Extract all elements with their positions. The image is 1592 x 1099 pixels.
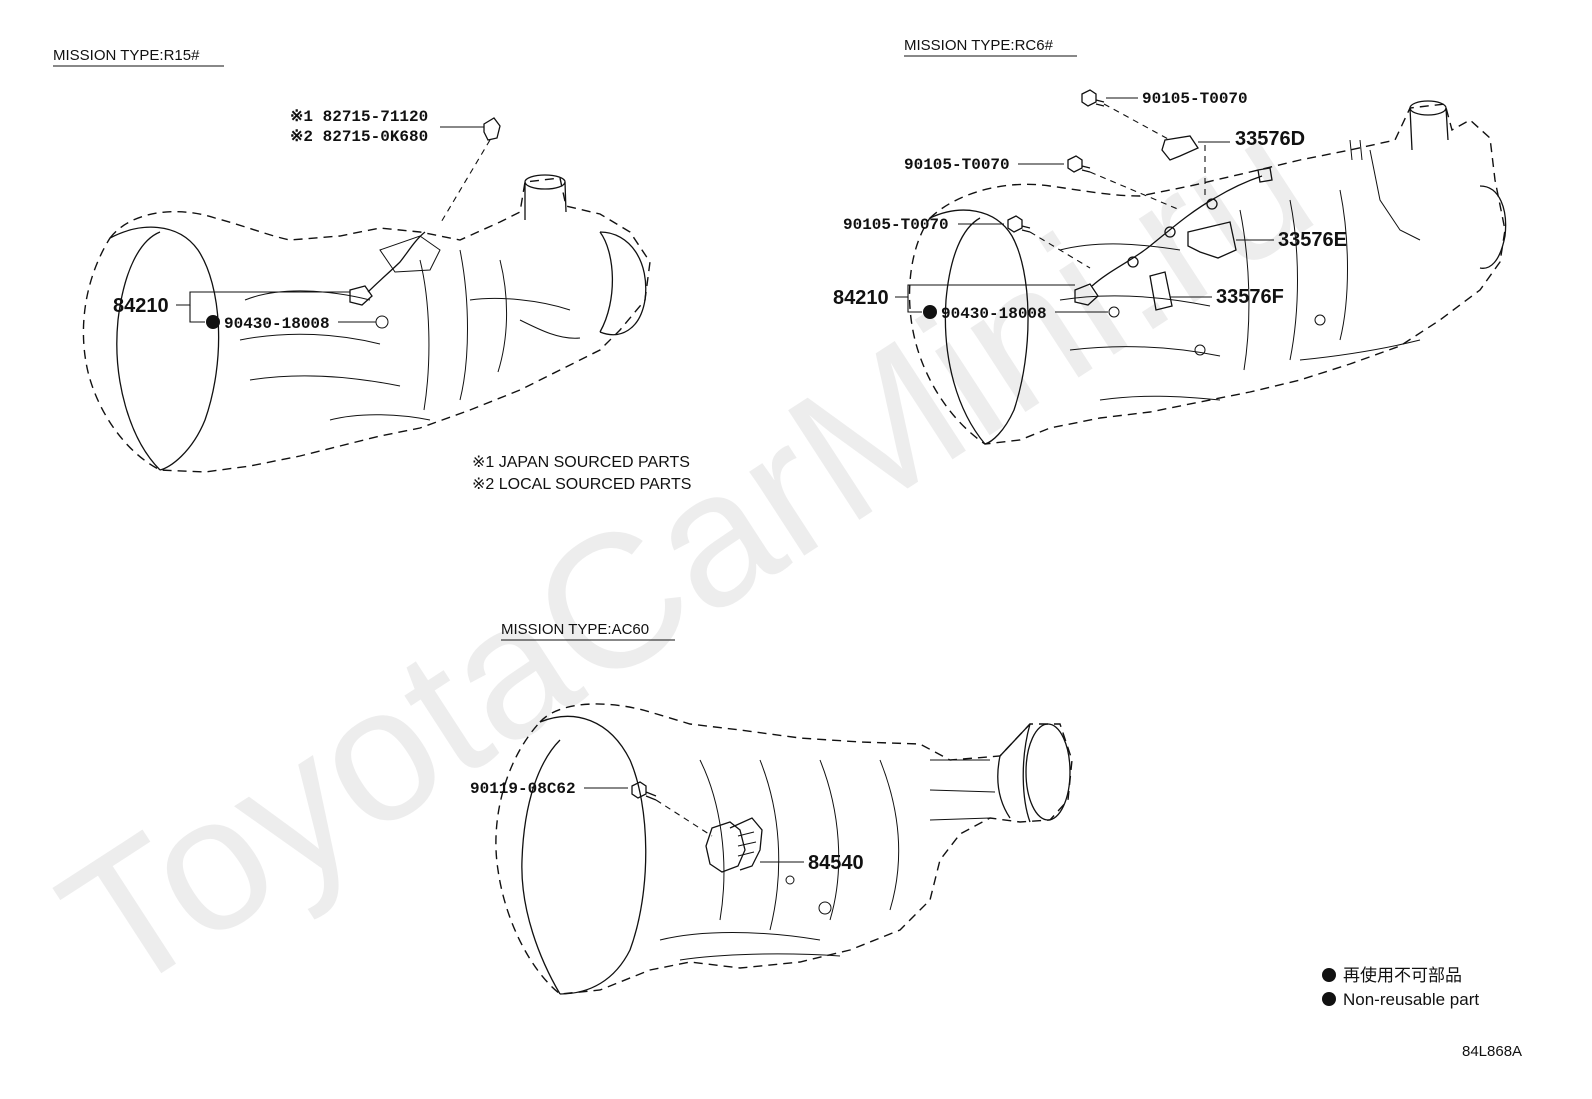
rc6-bolt-b-icon bbox=[1067, 155, 1091, 173]
ac60-transmission-drawing bbox=[495, 703, 1073, 995]
rc6-oring-icon bbox=[1108, 306, 1120, 318]
rc6-bolt-assembly-leaders bbox=[1029, 103, 1181, 269]
rc6-transmission-drawing bbox=[908, 100, 1507, 445]
rc6-bolt-c-label: 90105-T0070 bbox=[843, 216, 949, 234]
legend-en-label: Non-reusable part bbox=[1343, 990, 1479, 1009]
rc6-speed-sensor-icon bbox=[1074, 283, 1099, 306]
rc6-bolt-a-icon bbox=[1081, 89, 1105, 107]
rc6-harness-clip-2-icon bbox=[1164, 226, 1176, 238]
ac60-bolt-assembly-leader bbox=[655, 799, 713, 837]
rc6-bracket-e-icon bbox=[1187, 221, 1237, 259]
rc6-bolt-b-label: 90105-T0070 bbox=[904, 156, 1010, 174]
rc6-part-oring: 90430-18008 bbox=[941, 305, 1047, 323]
note-japan-sourced: ※1 JAPAN SOURCED PARTS bbox=[472, 454, 690, 471]
rc6-bracket-e-label: 33576E bbox=[1278, 229, 1347, 251]
rc6-bracket-d-icon bbox=[1161, 135, 1199, 161]
r15-clamp-leader bbox=[439, 139, 491, 225]
ac60-sensor-detail bbox=[737, 831, 757, 857]
legend: 再使用不可部品 Non-reusable part bbox=[1322, 965, 1479, 1009]
r15-sensor-harness bbox=[367, 231, 426, 293]
r15-nonreusable-dot-icon bbox=[206, 315, 220, 329]
rc6-bolt-a-label: 90105-T0070 bbox=[1142, 90, 1248, 108]
legend-jp-label: 再使用不可部品 bbox=[1343, 965, 1462, 985]
note-local-sourced: ※2 LOCAL SOURCED PARTS bbox=[472, 476, 691, 493]
rc6-oring-bracket bbox=[907, 297, 922, 313]
ac60-sensor-icon bbox=[729, 817, 763, 871]
rc6-part-speedometer: 84210 bbox=[833, 287, 889, 309]
rc6-harness-clip-icon bbox=[1127, 256, 1139, 268]
r15-part-speedometer: 84210 bbox=[113, 295, 169, 317]
rc6-bracket-d-label: 33576D bbox=[1235, 128, 1305, 150]
r15-clamp-japan-label: ※1 82715-71120 bbox=[290, 108, 428, 126]
legend-dot-icon-jp bbox=[1322, 968, 1336, 982]
ac60-section: MISSION TYPE:AC60 90119-08C62 84540 bbox=[470, 621, 1073, 995]
rc6-title: MISSION TYPE:RC6# bbox=[904, 37, 1054, 54]
r15-title: MISSION TYPE:R15# bbox=[53, 47, 200, 64]
rc6-bracket-f-icon bbox=[1149, 271, 1173, 311]
rc6-harness-clip-3-icon bbox=[1206, 198, 1218, 210]
ac60-sensor-label: 84540 bbox=[808, 852, 864, 874]
ac60-bolt-label: 90119-08C62 bbox=[470, 780, 576, 798]
r15-part-oring: 90430-18008 bbox=[224, 315, 330, 333]
rc6-nonreusable-dot-icon bbox=[923, 305, 937, 319]
watermark: ToyotaCarMini.ru bbox=[27, 74, 1347, 1034]
r15-clamp-local-label: ※2 82715-0K680 bbox=[290, 128, 428, 146]
r15-speedometer-leader bbox=[176, 291, 350, 306]
ac60-title: MISSION TYPE:AC60 bbox=[501, 621, 649, 638]
r15-clamp-icon bbox=[483, 117, 501, 141]
rc6-sensor-harness bbox=[1091, 175, 1263, 287]
legend-dot-icon-en bbox=[1322, 992, 1336, 1006]
r15-speed-sensor-icon bbox=[349, 285, 373, 306]
rc6-connector-icon bbox=[1257, 167, 1273, 183]
diagram-id: 84L868A bbox=[1462, 1043, 1522, 1060]
rc6-bracket-f-label: 33576F bbox=[1216, 286, 1284, 308]
ac60-sensor-connector-icon bbox=[705, 821, 746, 873]
rc6-bolt-c-icon bbox=[1007, 215, 1031, 233]
r15-section: MISSION TYPE:R15# ※1 82715-71120 ※2 8271… bbox=[53, 47, 691, 493]
rc6-speedometer-leader bbox=[895, 284, 1075, 298]
rc6-section: MISSION TYPE:RC6# bbox=[833, 37, 1507, 445]
r15-oring-bracket bbox=[189, 305, 205, 323]
r15-transmission-drawing bbox=[82, 174, 651, 473]
ac60-bolt-icon bbox=[631, 781, 657, 801]
